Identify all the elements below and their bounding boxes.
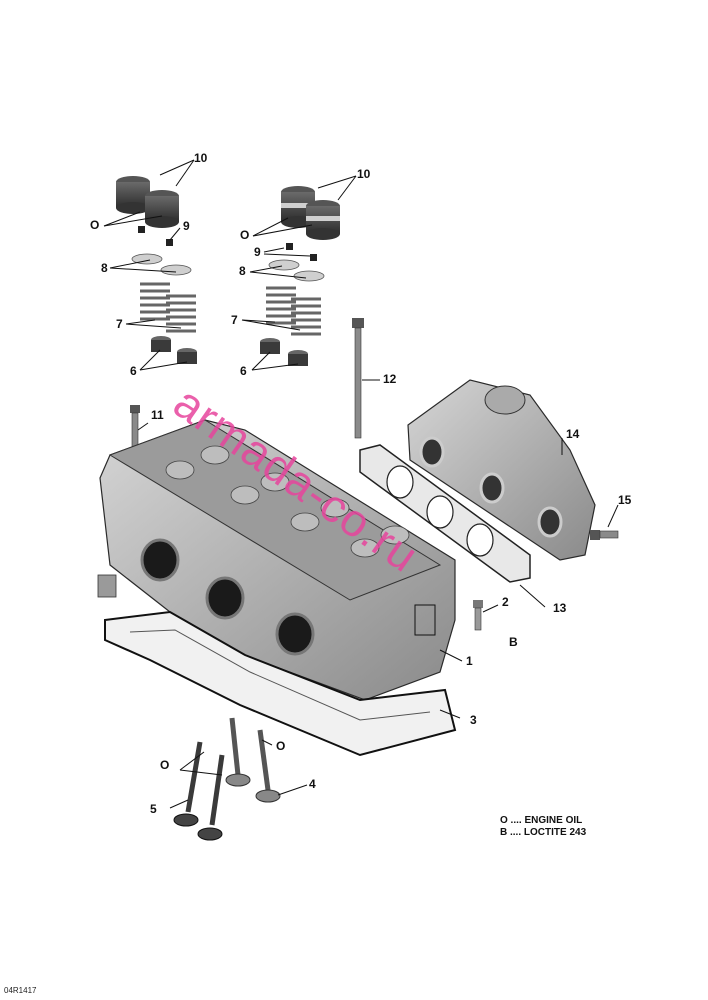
- callout-7-right: 7: [231, 313, 238, 327]
- reference-bracket: [414, 604, 436, 636]
- callout-9-right: 9: [254, 245, 261, 259]
- callout-5: 5: [150, 802, 157, 816]
- callout-3: 3: [470, 713, 477, 727]
- tappet-group-left: [116, 176, 179, 228]
- valve-keepers: [138, 226, 317, 261]
- callout-oil-right: O: [240, 228, 250, 242]
- callout-10-right: 10: [357, 167, 371, 181]
- callout-9-left: 9: [183, 219, 190, 233]
- cylinder-head: [97, 419, 456, 701]
- plug-2: [473, 600, 483, 631]
- callout-oil-valves-left: O: [160, 758, 170, 772]
- callout-14: 14: [566, 427, 580, 441]
- callout-13: 13: [553, 601, 567, 615]
- callout-8-right: 8: [239, 264, 246, 278]
- bolt-15: [590, 530, 619, 540]
- callout-6-left: 6: [130, 364, 137, 378]
- callout-11: 11: [151, 408, 164, 422]
- callout-oil-valves-right: O: [276, 739, 286, 753]
- exhaust-gasket: [359, 444, 531, 583]
- valve-springs: [140, 282, 321, 336]
- callout-6-right: 6: [240, 364, 247, 378]
- callout-4: 4: [309, 777, 316, 791]
- leader-lines: [103, 159, 619, 809]
- legend-loctite: B .... LOCTITE 243: [500, 827, 587, 838]
- valve-seals: [151, 336, 308, 366]
- callout-15: 15: [618, 493, 632, 507]
- intake-valves: [225, 717, 281, 803]
- callout-1: 1: [466, 654, 473, 668]
- bolt-12: [352, 318, 364, 439]
- callout-oil-left: O: [90, 218, 100, 232]
- callout-loctite: B: [509, 635, 518, 649]
- callout-7-left: 7: [116, 317, 123, 331]
- callout-2: 2: [502, 595, 509, 609]
- exhaust-valves: [173, 741, 225, 841]
- tappet-group-right: [281, 186, 340, 240]
- head-gasket: [104, 610, 457, 757]
- legend-engine-oil: O .... ENGINE OIL: [500, 815, 583, 826]
- callout-12: 12: [383, 372, 397, 386]
- exhaust-manifold: [407, 379, 596, 561]
- callout-8-left: 8: [101, 261, 108, 275]
- callout-10-left: 10: [194, 151, 208, 165]
- reference-code: 04R1417: [4, 986, 37, 995]
- spring-retainers: [131, 253, 325, 282]
